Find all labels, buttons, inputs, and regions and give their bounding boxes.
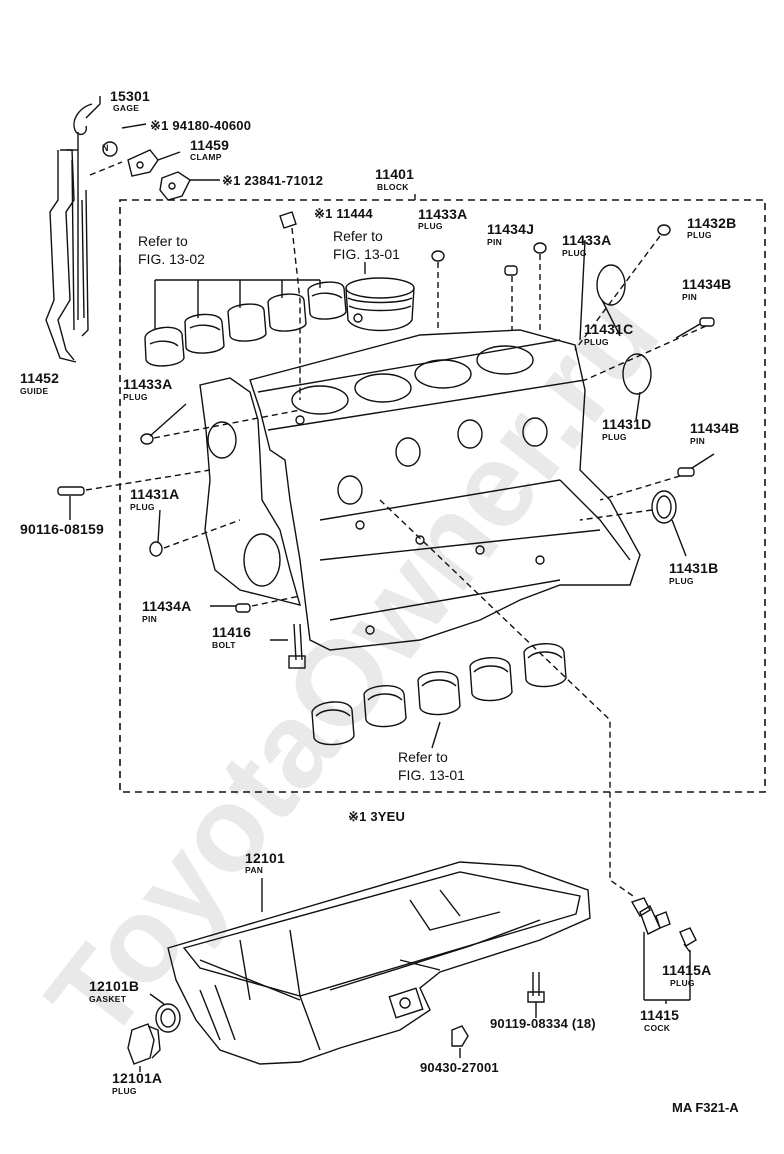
part-11444-number: ※1 11444	[314, 206, 373, 221]
piston-icon	[345, 277, 415, 332]
part-12101A-number: 12101A	[112, 1070, 163, 1086]
part-11415-name: COCK	[644, 1023, 671, 1033]
ref-fig1301-top-line1: Refer to	[333, 228, 383, 244]
part-11433A-left-number: 11433A	[123, 376, 173, 392]
dipstick-guide-icon	[45, 149, 89, 363]
part-11433A-right-name: PLUG	[562, 248, 587, 258]
ref-fig1302-line2: FIG. 13-02	[138, 251, 205, 267]
part-11431D-number: 11431D	[602, 416, 652, 432]
part-11431A-number: 11431A	[130, 486, 180, 502]
part-12101B-name: GASKET	[89, 994, 127, 1004]
upper-bearings-icon	[144, 281, 347, 367]
part-11434B-mid-number: 11434B	[690, 420, 740, 436]
ref-fig1301-bot-line2: FIG. 13-01	[398, 767, 465, 783]
part-11401-name: BLOCK	[377, 182, 409, 192]
block-boundary	[119, 199, 766, 793]
part-90430-number: 90430-27001	[420, 1060, 499, 1075]
plug-90430-icon	[451, 1025, 469, 1047]
part-11432B-name: PLUG	[687, 230, 712, 240]
part-12101-number: 12101	[245, 850, 285, 866]
part-23841-number: ※1 23841-71012	[222, 173, 324, 188]
oil-pan-icon	[167, 861, 591, 1065]
part-11433A-left-name: PLUG	[123, 392, 148, 402]
n-symbol: N	[102, 143, 109, 153]
part-11401-number: 11401	[375, 166, 415, 182]
lower-bearings-icon	[311, 643, 567, 746]
part-11431B-name: PLUG	[669, 576, 694, 586]
small-plugs-icon	[57, 211, 715, 669]
part-11416-number: 11416	[212, 624, 252, 640]
clamp-icon	[127, 149, 191, 201]
part-11452-name: GUIDE	[20, 386, 49, 396]
part-11415-number: 11415	[640, 1007, 680, 1023]
figure-code: MA F321-A	[672, 1100, 739, 1115]
part-15301-name: GAGE	[113, 103, 140, 113]
part-90116-number: 90116-08159	[20, 521, 104, 537]
part-11431C-number: 11431C	[584, 321, 634, 337]
part-11431A-name: PLUG	[130, 502, 155, 512]
ref-fig1301-bot-line1: Refer to	[398, 749, 448, 765]
part-11434A-name: PIN	[142, 614, 158, 624]
part-11459-number: 11459	[190, 137, 230, 153]
ref-fig1302-line1: Refer to	[138, 233, 188, 249]
part-11432B-number: 11432B	[687, 215, 737, 231]
n-symbol-icon	[102, 141, 118, 157]
part-11434B-mid-name: PIN	[690, 436, 706, 446]
part-94180-number: ※1 94180-40600	[150, 118, 252, 133]
ref-fig1301-top-line2: FIG. 13-01	[333, 246, 400, 262]
drain-cock-icon	[630, 897, 697, 953]
part-12101-name: PAN	[245, 865, 264, 875]
part-11415A-number: 11415A	[662, 962, 712, 978]
stud-bolt-icon	[527, 972, 545, 1003]
part-11416-name: BOLT	[212, 640, 236, 650]
part-11431B-number: 11431B	[669, 560, 719, 576]
drain-plug-icon	[127, 1003, 181, 1065]
engine-note: ※1 3YEU	[348, 809, 406, 824]
part-11459-name: CLAMP	[190, 152, 222, 162]
part-90119-number: 90119-08334 (18)	[490, 1016, 596, 1031]
part-11415A-name: PLUG	[670, 978, 695, 988]
part-11434B-top-name: PIN	[682, 292, 698, 302]
part-11434B-top-number: 11434B	[682, 276, 732, 292]
cylinder-block-icon	[199, 329, 641, 651]
part-11433A-right-number: 11433A	[562, 232, 612, 248]
part-11433A-top-name: PLUG	[418, 221, 443, 231]
part-11431C-name: PLUG	[584, 337, 609, 347]
part-11434J-name: PIN	[487, 237, 503, 247]
dipstick-gage-icon	[66, 103, 93, 331]
part-11434A-number: 11434A	[142, 598, 192, 614]
part-11433A-top-number: 11433A	[418, 206, 468, 222]
part-11434J-number: 11434J	[487, 221, 535, 237]
part-11431D-name: PLUG	[602, 432, 627, 442]
part-12101A-name: PLUG	[112, 1086, 137, 1096]
part-11452-number: 11452	[20, 370, 60, 386]
part-12101B-number: 12101B	[89, 978, 140, 994]
part-15301-number: 15301	[110, 88, 150, 104]
